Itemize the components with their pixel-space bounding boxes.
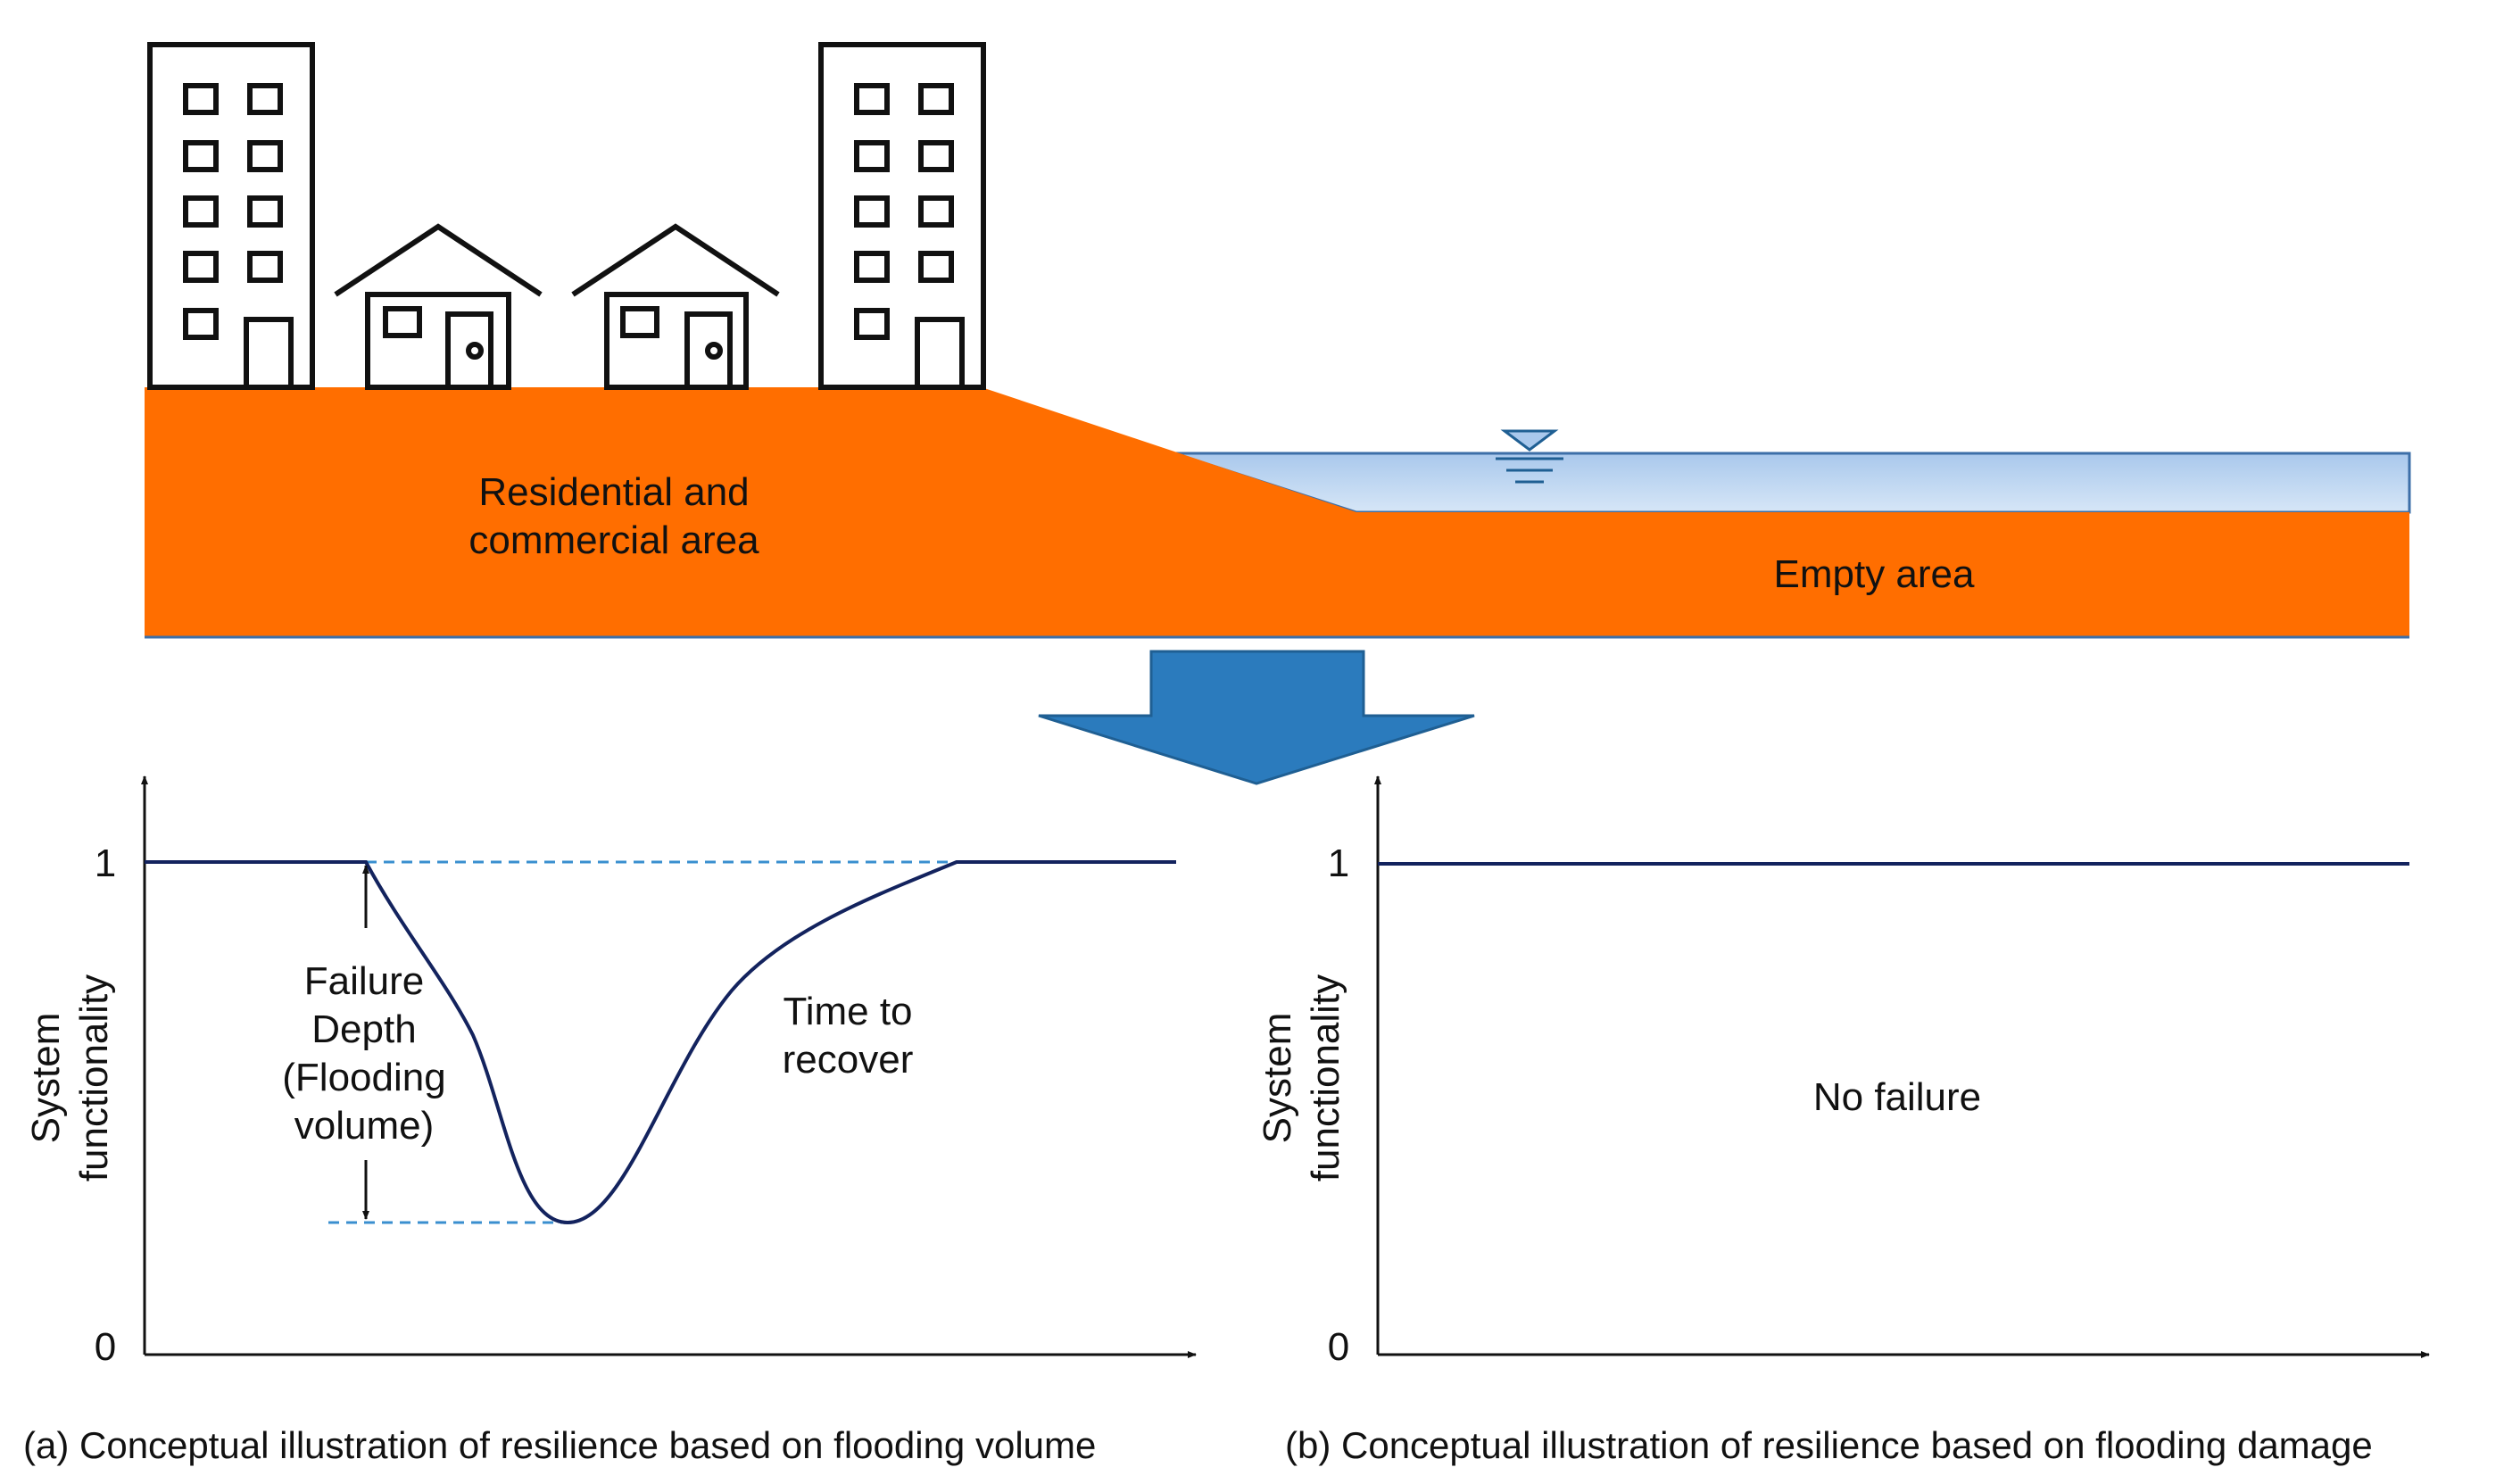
panel-a-chart: 1 0 System functionality Failure Depth (…: [23, 775, 1197, 1466]
landscape-scene: Residential and commercial area Empty ar…: [145, 42, 2411, 639]
panel-b-y-axis-label-line2: functionality: [1304, 974, 1347, 1181]
water-level-symbol-icon: [1496, 429, 1563, 484]
panel-a-y-axis-label-line1: System: [24, 1013, 68, 1144]
down-arrow-icon: [1038, 650, 1475, 785]
no-failure-label: No failure: [1813, 1075, 1981, 1119]
panel-a-y-axis-label-line2: functionality: [72, 974, 116, 1181]
ground-terrain: [145, 387, 2409, 637]
house-icon: [334, 223, 543, 390]
panel-b-y-tick-1: 1: [1328, 841, 1349, 885]
failure-depth-label-line1: Failure: [304, 959, 425, 1003]
failure-depth-label-line3: (Flooding: [282, 1056, 445, 1099]
residential-area-label-line1: Residential and: [478, 470, 749, 514]
panel-b-y-axis-label-line1: System: [1256, 1013, 1299, 1144]
time-to-recover-label-line1: Time to: [783, 990, 912, 1033]
panel-a-caption: (a) Conceptual illustration of resilienc…: [23, 1424, 1096, 1466]
house-icon: [571, 223, 780, 390]
apartment-building-icon: [818, 42, 986, 390]
failure-depth-label-line2: Depth: [311, 1007, 416, 1051]
panel-b-chart: 1 0 System functionality No failure (b) …: [1256, 775, 2430, 1466]
residential-area-label-line2: commercial area: [468, 518, 759, 562]
panel-a-y-tick-1: 1: [95, 841, 116, 885]
apartment-building-icon: [147, 42, 315, 390]
panel-a-y-tick-0: 0: [95, 1325, 116, 1369]
floodwater: [1173, 452, 2411, 514]
failure-depth-label-line4: volume): [294, 1104, 435, 1148]
panel-a-functionality-curve: [145, 860, 1176, 1225]
empty-area-label: Empty area: [1774, 552, 1976, 596]
panel-b-caption: (b) Conceptual illustration of resilienc…: [1285, 1424, 2373, 1466]
panel-b-y-tick-0: 0: [1328, 1325, 1349, 1369]
time-to-recover-label-line2: recover: [783, 1038, 914, 1082]
